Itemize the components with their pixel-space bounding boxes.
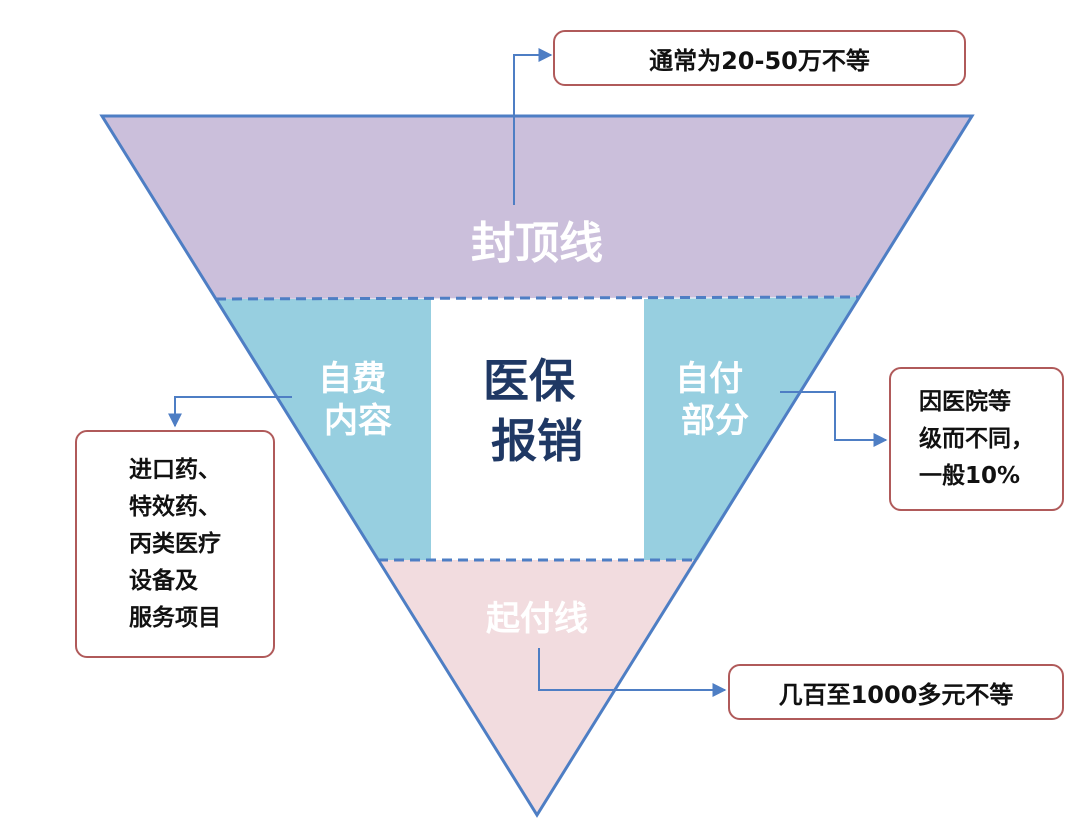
- label-copay-portion: 自付 部分: [675, 359, 755, 441]
- callout-copay-text: 因医院等 级而不同， 一般10%: [919, 388, 1034, 489]
- connector-top: [513, 48, 553, 205]
- callout-self-pay-items: 进口药、 特效药、 丙类医疗 设备及 服务项目: [75, 430, 275, 658]
- callout-ceiling-amount: 通常为20-50万不等: [553, 30, 966, 86]
- zone-middle-left: [216, 299, 431, 560]
- label-ceiling-line: 封顶线: [471, 218, 603, 269]
- zone-middle-center: [431, 299, 644, 560]
- divider-top: [215, 295, 860, 301]
- funnel-outline: [99, 114, 975, 818]
- zone-top-band: [102, 116, 972, 299]
- zone-middle-right: [644, 297, 859, 560]
- connector-right: [780, 391, 888, 447]
- callout-deductible-amount: 几百至1000多元不等: [728, 664, 1064, 720]
- label-deductible-line: 起付线: [486, 599, 588, 639]
- label-insurance-reimbursement: 医保 报销: [483, 354, 591, 468]
- callout-self-pay-text: 进口药、 特效药、 丙类医疗 设备及 服务项目: [129, 456, 221, 631]
- label-self-pay-items: 自费 内容: [318, 359, 398, 441]
- callout-ceiling-text: 通常为20-50万不等: [649, 46, 870, 75]
- connector-bottom: [538, 648, 727, 697]
- callout-copay-rate: 因医院等 级而不同， 一般10%: [889, 367, 1064, 511]
- callout-deductible-text: 几百至1000多元不等: [778, 680, 1014, 709]
- connector-left: [168, 396, 292, 428]
